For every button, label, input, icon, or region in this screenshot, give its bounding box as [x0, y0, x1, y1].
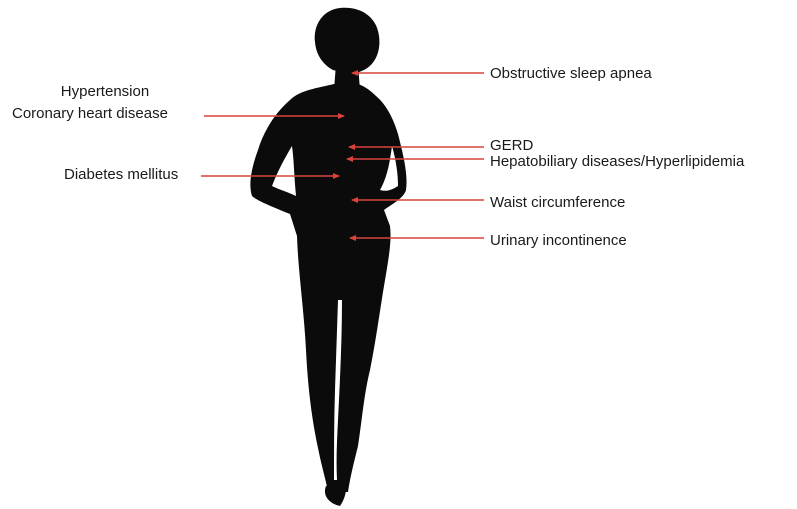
silhouette-feet — [325, 486, 346, 506]
label-diabetes-mellitus: Diabetes mellitus — [64, 167, 178, 183]
label-hepatobiliary-hyperlipidemia: Hepatobiliary diseases/Hyperlipidemia — [490, 154, 744, 170]
silhouette-body — [250, 84, 406, 492]
label-gerd: GERD — [490, 138, 533, 154]
label-urinary-incontinence: Urinary incontinence — [490, 233, 627, 249]
woman-silhouette — [250, 8, 406, 506]
label-obstructive-sleep-apnea: Obstructive sleep apnea — [490, 66, 652, 82]
label-coronary-heart-disease: Coronary heart disease — [12, 106, 168, 122]
label-waist-circumference: Waist circumference — [490, 195, 625, 211]
label-hypertension: Hypertension — [60, 84, 150, 100]
